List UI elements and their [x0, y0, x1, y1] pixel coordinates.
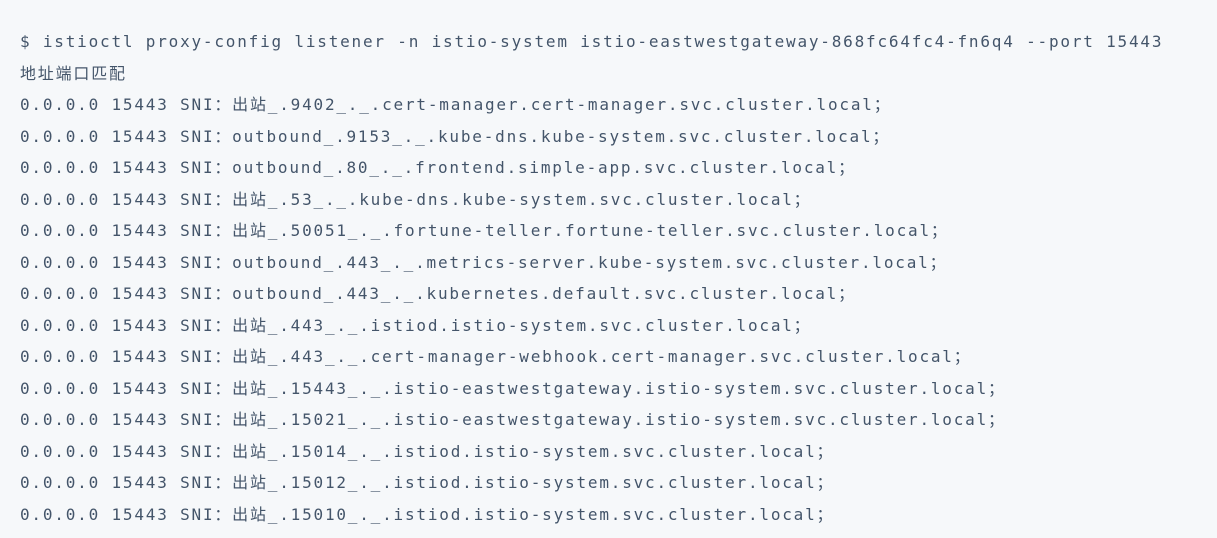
match-cell: SNI：出站_.53_._.kube-dns.kube-system.svc.c… [180, 189, 812, 209]
match-cell: SNI：outbound_.9153_._.kube-dns.kube-syst… [180, 126, 891, 146]
port-cell: 15443 [111, 347, 169, 366]
output-header: 地址端口匹配 [20, 63, 127, 83]
match-cell: SNI：出站_.15012_._.istiod.istio-system.svc… [180, 473, 835, 492]
address-cell: 0.0.0.0 [20, 221, 101, 240]
listener-row: 0.0.0.0 15443 SNI：outbound_.80_._.fronte… [20, 152, 1207, 184]
match-cell: SNI：出站_.9402_._.cert-manager.cert-manage… [180, 95, 892, 114]
port-cell: 15443 [111, 189, 169, 209]
match-cell: SNI：出站_.15010_._.istiod.istio-system.svc… [180, 504, 835, 524]
port-cell: 15443 [111, 504, 169, 524]
port-cell: 15443 [111, 95, 169, 114]
listener-row: 0.0.0.0 15443 SNI：出站_.443_._.istiod.isti… [20, 310, 1207, 342]
address-cell: 0.0.0.0 [20, 126, 101, 146]
match-cell: SNI：outbound_.443_._.kubernetes.default.… [180, 284, 856, 303]
port-cell: 15443 [111, 221, 169, 240]
port-cell: 15443 [111, 252, 169, 272]
port-cell: 15443 [111, 284, 169, 303]
listener-row: 0.0.0.0 15443 SNI：outbound_.443_._.kuber… [20, 278, 1207, 310]
address-cell: 0.0.0.0 [20, 284, 101, 303]
address-cell: 0.0.0.0 [20, 378, 101, 398]
port-cell: 15443 [111, 315, 169, 335]
match-cell: SNI：outbound_.80_._.frontend.simple-app.… [180, 158, 856, 177]
command-text: istioctl proxy-config listener -n istio-… [42, 32, 1164, 51]
match-cell: SNI：出站_.15014_._.istiod.istio-system.svc… [180, 441, 835, 461]
port-cell: 15443 [111, 158, 169, 177]
address-cell: 0.0.0.0 [20, 473, 101, 492]
match-cell: SNI：出站_.15021_._.istio-eastwestgateway.i… [180, 410, 1006, 429]
listener-rows: 0.0.0.0 15443 SNI：出站_.9402_._.cert-manag… [20, 89, 1207, 530]
listener-row: 0.0.0.0 15443 SNI：出站_.53_._.kube-dns.kub… [20, 184, 1207, 216]
listener-row: 0.0.0.0 15443 SNI：出站_.15014_._.istiod.is… [20, 436, 1207, 468]
address-cell: 0.0.0.0 [20, 252, 101, 272]
address-cell: 0.0.0.0 [20, 441, 101, 461]
address-cell: 0.0.0.0 [20, 158, 101, 177]
listener-row: 0.0.0.0 15443 SNI：出站_.15021_._.istio-eas… [20, 404, 1207, 436]
listener-row: 0.0.0.0 15443 SNI：出站_.9402_._.cert-manag… [20, 89, 1207, 121]
listener-row: 0.0.0.0 15443 SNI：出站_.50051_._.fortune-t… [20, 215, 1207, 247]
address-cell: 0.0.0.0 [20, 504, 101, 524]
port-cell: 15443 [111, 473, 169, 492]
address-cell: 0.0.0.0 [20, 189, 101, 209]
match-cell: SNI：出站_.443_._.cert-manager-webhook.cert… [180, 347, 972, 366]
listener-row: 0.0.0.0 15443 SNI：outbound_.9153_._.kube… [20, 121, 1207, 153]
match-cell: SNI：outbound_.443_._.metrics-server.kube… [180, 252, 948, 272]
address-cell: 0.0.0.0 [20, 315, 101, 335]
port-cell: 15443 [111, 378, 169, 398]
port-cell: 15443 [111, 441, 169, 461]
listener-row: 0.0.0.0 15443 SNI：出站_.15010_._.istiod.is… [20, 499, 1207, 531]
listener-row: 0.0.0.0 15443 SNI：出站_.443_._.cert-manage… [20, 341, 1207, 373]
shell-prompt: $ [20, 32, 32, 51]
listener-row: 0.0.0.0 15443 SNI：出站_.15012_._.istiod.is… [20, 467, 1207, 499]
match-cell: SNI：出站_.443_._.istiod.istio-system.svc.c… [180, 315, 812, 335]
listener-row: 0.0.0.0 15443 SNI：outbound_.443_._.metri… [20, 247, 1207, 279]
command-line: $ istioctl proxy-config listener -n isti… [20, 26, 1207, 58]
address-cell: 0.0.0.0 [20, 347, 101, 366]
port-cell: 15443 [111, 410, 169, 429]
port-cell: 15443 [111, 126, 169, 146]
address-cell: 0.0.0.0 [20, 95, 101, 114]
address-cell: 0.0.0.0 [20, 410, 101, 429]
listener-row: 0.0.0.0 15443 SNI：出站_.15443_._.istio-eas… [20, 373, 1207, 405]
match-cell: SNI：出站_.50051_._.fortune-teller.fortune-… [180, 221, 949, 240]
match-cell: SNI：出站_.15443_._.istio-eastwestgateway.i… [180, 378, 1006, 398]
